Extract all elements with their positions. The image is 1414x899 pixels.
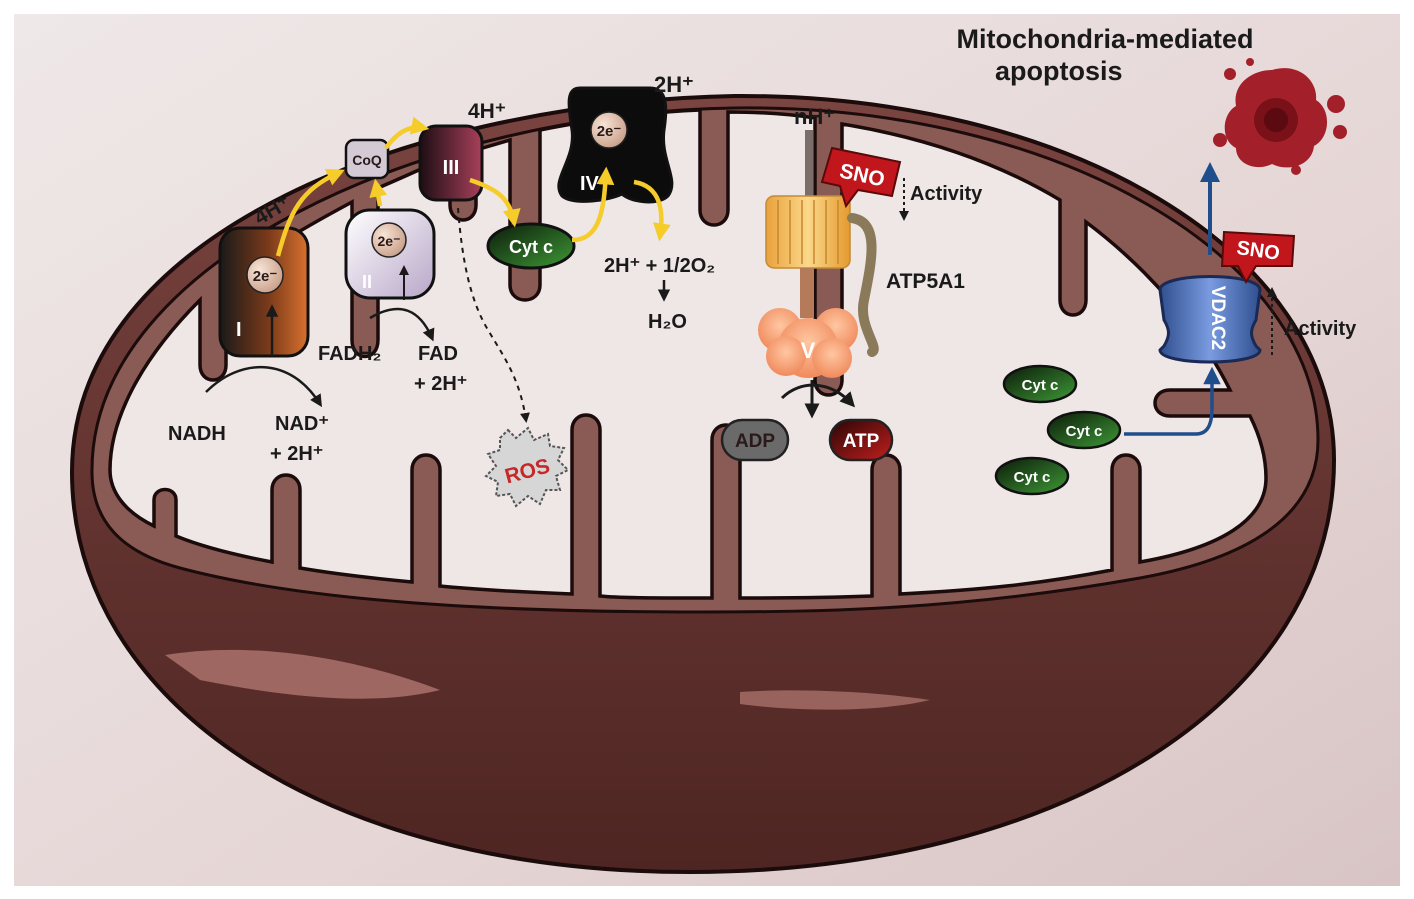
- ros-arrow: [457, 207, 530, 423]
- activity-label-1: Activity: [910, 183, 983, 205]
- proton-label-iii: 4H⁺: [468, 100, 506, 123]
- cytc-free: Cyt c Cyt c Cyt c: [994, 364, 1122, 496]
- title-line-1: Mitochondria-mediated: [956, 24, 1253, 54]
- ros-burst-icon: ROS: [484, 426, 570, 508]
- cytc-main: Cyt c: [486, 222, 576, 270]
- nad-h-label: + 2H⁺: [270, 443, 323, 465]
- complex-ii: II 2e⁻: [344, 208, 436, 300]
- cytc-free-label-1: Cyt c: [1022, 377, 1059, 394]
- fad-label: FAD: [418, 343, 458, 365]
- adp-atp-arrow: [780, 383, 856, 408]
- complex-i-label: I: [236, 319, 242, 341]
- fad-h-label: + 2H⁺: [414, 373, 467, 395]
- hull-highlight: [165, 649, 440, 699]
- proton-label-iv: 2H⁺: [654, 72, 694, 97]
- complex-iii: III: [418, 124, 484, 202]
- complex-iv: IV 2e⁻: [557, 86, 674, 204]
- complex-iii-label: III: [443, 157, 460, 179]
- hull-highlight: [740, 690, 930, 710]
- cytc-free-label-3: Cyt c: [1014, 469, 1051, 486]
- nadh-label: NADH: [168, 423, 226, 445]
- title-line-2: apoptosis: [995, 56, 1123, 86]
- atp-synthase: nH⁺ V: [758, 104, 879, 378]
- sno-tag-icon: SNO: [1220, 230, 1296, 285]
- coq: CoQ: [344, 138, 390, 180]
- apoptotic-cell-icon: [1213, 58, 1347, 175]
- cytc-free-label-2: Cyt c: [1066, 423, 1103, 440]
- vdac2: VDAC2: [1158, 275, 1262, 364]
- fadh2-arrow: [369, 307, 435, 342]
- adp: ADP: [720, 418, 790, 462]
- atp5a1-stalk: [847, 213, 879, 357]
- atp: ATP: [828, 418, 894, 462]
- water-label: H₂O: [648, 311, 687, 333]
- activity-label-2: Activity: [1284, 318, 1357, 340]
- complex-ii-label: II: [362, 272, 372, 292]
- electron-icon: [590, 111, 628, 149]
- vdac2-label: VDAC2: [1207, 286, 1228, 350]
- coq-label: CoQ: [352, 152, 382, 168]
- atp5a1-label: ATP5A1: [886, 270, 965, 293]
- complex-iv-label: IV: [580, 173, 600, 195]
- cytc-main-label: Cyt c: [509, 237, 553, 257]
- electron-icon: [246, 256, 284, 294]
- electron-label-iv: 2e⁻: [597, 123, 622, 140]
- electron-transport-path: [275, 116, 671, 257]
- atp-label: ATP: [843, 431, 880, 452]
- sno-tag-icon: SNO: [820, 146, 902, 209]
- proton-label-v: nH⁺: [794, 104, 835, 129]
- electron-label-i: 2e⁻: [253, 268, 278, 285]
- nadh-arrow: [205, 365, 322, 408]
- fadh2-label: FADH₂: [318, 343, 381, 365]
- electron-label-ii: 2e⁻: [378, 233, 401, 249]
- adp-label: ADP: [735, 431, 775, 452]
- electron-icon: [371, 222, 407, 258]
- nad-label: NAD⁺: [275, 413, 329, 435]
- complex-v-label: V: [801, 338, 816, 363]
- cytc-release-arrow: [1124, 366, 1221, 436]
- complex-i: I 2e⁻: [218, 226, 310, 358]
- water-reaction-label: 2H⁺ + 1/2O₂: [604, 255, 715, 277]
